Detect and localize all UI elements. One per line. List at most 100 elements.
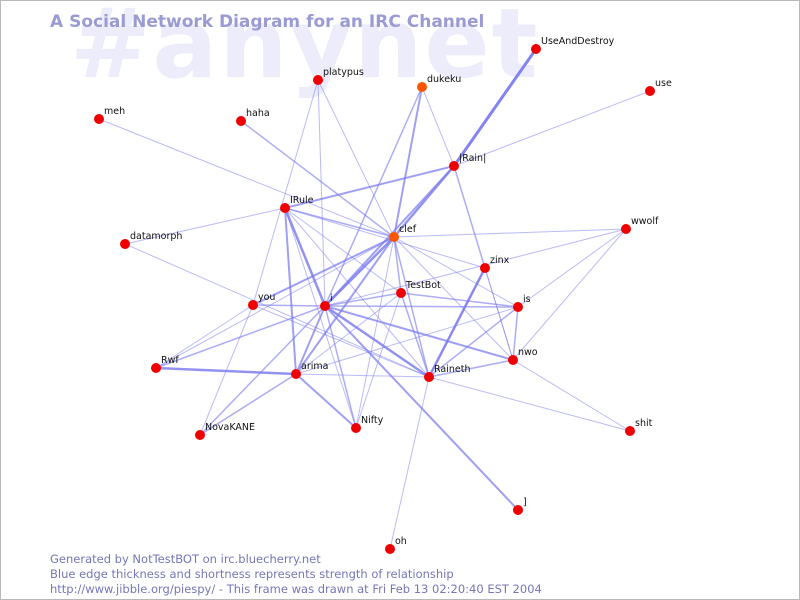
node-dot bbox=[389, 232, 399, 242]
edge-meh-clef bbox=[98, 118, 395, 238]
node-dot bbox=[291, 369, 301, 379]
edge-dukeku-clef bbox=[393, 86, 423, 238]
edge-i-nwo bbox=[324, 305, 514, 361]
edge-clef-nifty bbox=[355, 236, 395, 429]
node-dot bbox=[351, 423, 361, 433]
node-dot bbox=[248, 300, 258, 310]
node-clef: clef bbox=[389, 224, 417, 242]
node-label: you bbox=[258, 292, 275, 303]
edge-platypus-clef bbox=[317, 79, 395, 238]
diagram-title: A Social Network Diagram for an IRC Chan… bbox=[50, 12, 485, 32]
node-label: |Rain| bbox=[459, 153, 486, 164]
edge-clef-i bbox=[324, 236, 395, 307]
edge-testbot-is bbox=[400, 292, 519, 308]
edge-rain-dukeku bbox=[421, 86, 455, 167]
node-label: clef bbox=[399, 224, 417, 235]
edge-irule-raineth bbox=[284, 207, 430, 378]
edge-is-nwo bbox=[512, 306, 519, 361]
node-label: haha bbox=[246, 108, 270, 119]
node-dot bbox=[424, 372, 434, 382]
node-rain: |Rain| bbox=[449, 153, 486, 171]
node-dot bbox=[94, 114, 104, 124]
node-dot bbox=[513, 505, 523, 515]
edge-arima-novakane bbox=[199, 373, 297, 436]
edge-nwo-zinx bbox=[484, 267, 514, 361]
node-label: NovaKANE bbox=[205, 422, 255, 433]
node-dot bbox=[320, 301, 330, 311]
node-shit: shit bbox=[625, 418, 653, 436]
node-label: Raineth bbox=[434, 364, 470, 375]
edge-i-arima bbox=[295, 305, 326, 375]
edge-clef-nwo bbox=[393, 236, 514, 361]
node-dot bbox=[120, 239, 130, 249]
edge-haha-clef bbox=[240, 120, 395, 238]
edge-datamorph-raineth bbox=[124, 243, 430, 378]
edge-irule-arima bbox=[284, 207, 297, 375]
footer-legend-note: Blue edge thickness and shortness repres… bbox=[50, 567, 454, 581]
node-label: oh bbox=[395, 536, 407, 547]
edge-wwolf-nwo bbox=[512, 228, 627, 361]
node-label: i bbox=[330, 293, 333, 304]
node-meh: meh bbox=[94, 106, 125, 124]
node-dot bbox=[531, 44, 541, 54]
node-novakane: NovaKANE bbox=[195, 422, 255, 440]
edge-raineth-oh bbox=[389, 376, 430, 550]
edge-i-novakane bbox=[199, 305, 326, 436]
node-label: shit bbox=[635, 418, 653, 429]
edge-is-arima bbox=[295, 306, 519, 375]
edge-clef-wwolf bbox=[393, 228, 627, 238]
node-label: is bbox=[523, 294, 531, 305]
edge-layer bbox=[98, 48, 651, 550]
node-is: is bbox=[513, 294, 531, 312]
edge-irule-i bbox=[283, 207, 327, 307]
node-label: UseAndDestroy bbox=[541, 36, 615, 47]
channel-watermark: #anynet bbox=[70, 0, 540, 100]
edge-testbot-nifty bbox=[355, 292, 402, 429]
footer: Generated by NotTestBOT on irc.bluecherr… bbox=[50, 552, 542, 597]
node-label: arima bbox=[301, 361, 328, 372]
node-testbot: TestBot bbox=[396, 280, 441, 298]
node-label: wwolf bbox=[631, 216, 659, 227]
node-dot bbox=[508, 355, 518, 365]
edge-dukeku-i bbox=[324, 86, 423, 307]
node-nifty: Nifty bbox=[351, 415, 384, 433]
edge-nwo-raineth bbox=[428, 359, 514, 378]
edge-i-is bbox=[324, 305, 519, 308]
edge-you-rwf bbox=[155, 304, 254, 369]
edge-platypus-you bbox=[252, 79, 319, 306]
node-bracket: ] bbox=[513, 497, 527, 515]
node-irule: IRule bbox=[280, 195, 314, 213]
edge-is-raineth bbox=[428, 306, 519, 378]
node-arima: arima bbox=[291, 361, 328, 379]
node-raineth: Raineth bbox=[424, 364, 470, 382]
edge-is-wwolf bbox=[517, 228, 627, 308]
edge-clef-testbot bbox=[393, 236, 402, 294]
edge-raineth-zinx bbox=[428, 267, 486, 378]
node-oh: oh bbox=[385, 536, 407, 554]
node-nwo: nwo bbox=[508, 347, 538, 365]
edge-useanddestroy-rain bbox=[452, 48, 538, 167]
edge-irule-testbot bbox=[284, 207, 402, 294]
edge-use-rain bbox=[453, 90, 651, 167]
node-dot bbox=[195, 430, 205, 440]
edge-irule-datamorph bbox=[124, 207, 286, 245]
edge-irule-zinx bbox=[284, 207, 486, 269]
edge-nwo-shit bbox=[512, 359, 631, 432]
node-datamorph: datamorph bbox=[120, 231, 182, 249]
node-dot bbox=[151, 363, 161, 373]
edge-you-i bbox=[252, 304, 326, 307]
node-dot bbox=[449, 161, 459, 171]
node-dot bbox=[625, 426, 635, 436]
edge-i-nifty bbox=[324, 305, 357, 429]
node-label: meh bbox=[104, 106, 125, 117]
edge-i-rwf bbox=[155, 305, 326, 369]
edge-irule-clef bbox=[284, 207, 395, 238]
node-label: Nifty bbox=[361, 415, 384, 426]
footer-generated-by: Generated by NotTestBOT on irc.bluecherr… bbox=[50, 552, 321, 566]
node-dot bbox=[417, 82, 427, 92]
node-label: TestBot bbox=[405, 280, 441, 291]
node-you: you bbox=[248, 292, 275, 310]
node-dot bbox=[313, 75, 323, 85]
edge-clef-you bbox=[252, 236, 395, 306]
